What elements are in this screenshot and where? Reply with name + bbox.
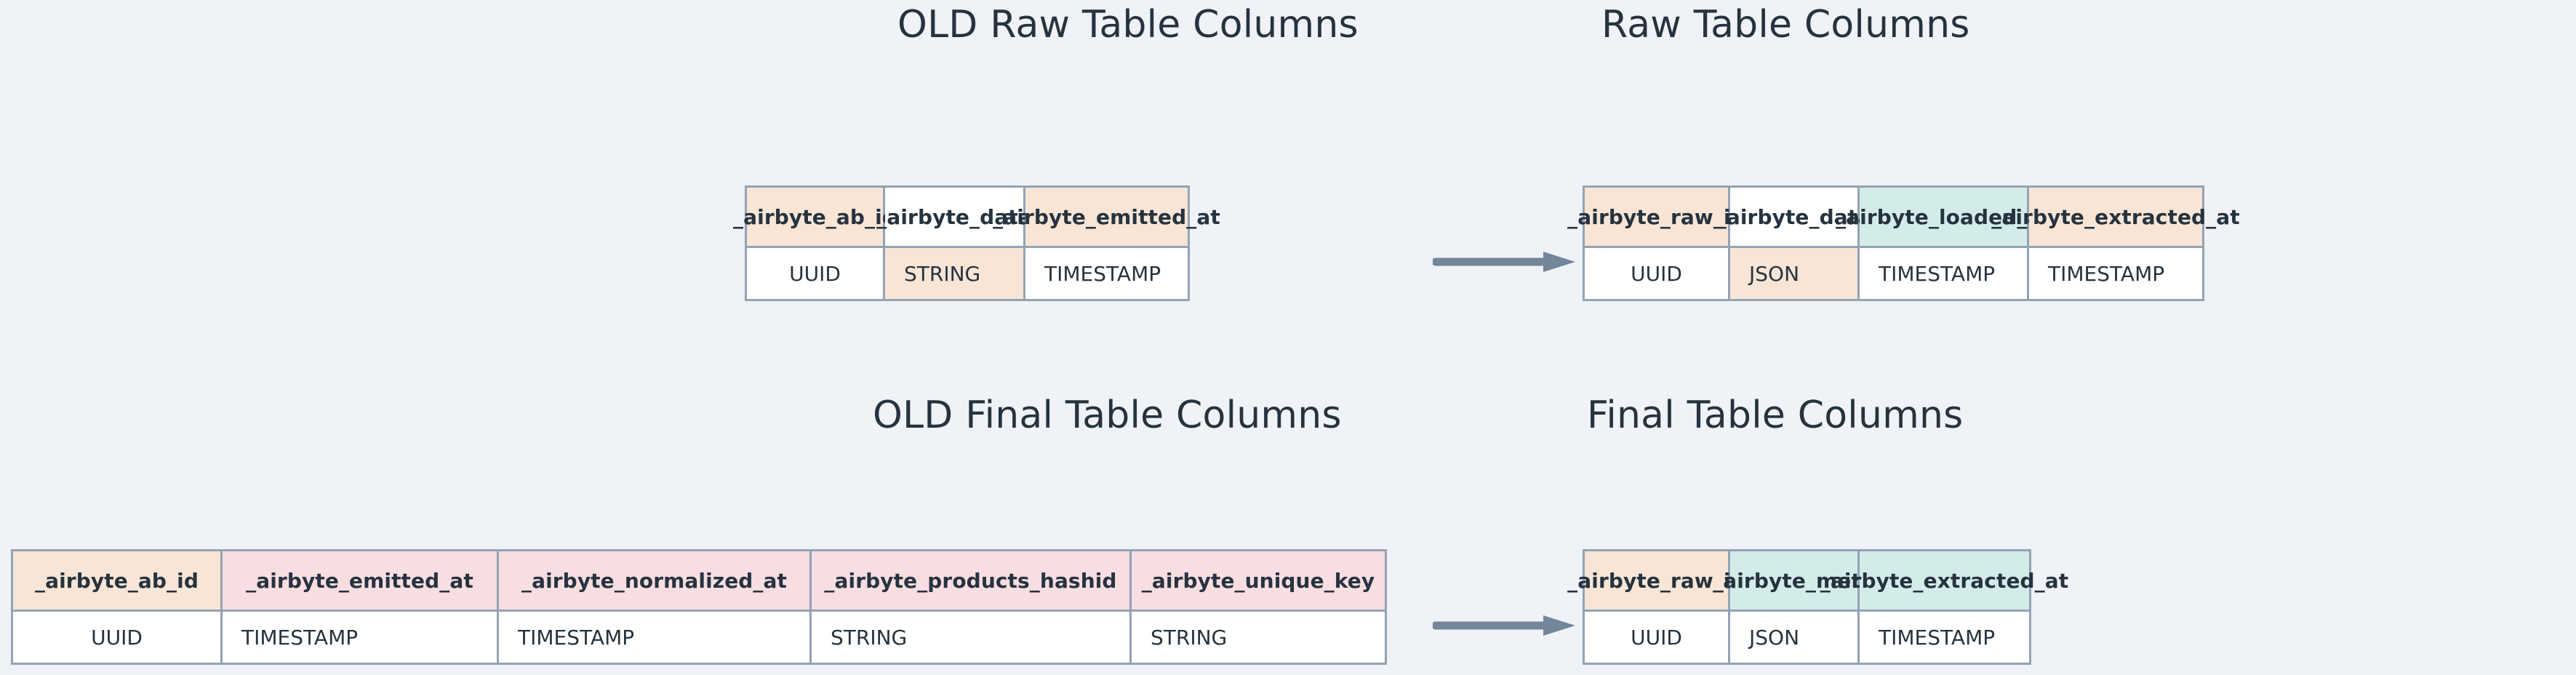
column-type-_airbyte_raw_id: UUID (1585, 612, 1730, 663)
column-type-_airbyte_normalized_at: TIMESTAMP (499, 612, 812, 663)
column-header-_airbyte_extracted_at: _airbyte_extracted_at (1991, 188, 2240, 248)
column-header-_airbyte_data: _airbyte_data (1716, 188, 1871, 248)
table-raw: _airbyte_raw_id_airbyte_data_airbyte_loa… (1567, 185, 2240, 301)
column-type-_airbyte_data: JSON (1730, 248, 1860, 299)
column-header-_airbyte_raw_id: _airbyte_raw_id (1567, 188, 1745, 248)
column-type-_airbyte_unique_key: STRING (1132, 612, 1385, 663)
title-final-table-columns: Final Table Columns (1587, 394, 1964, 437)
table-header-row: _airbyte_raw_id_airbyte_data_airbyte_loa… (1567, 188, 2240, 248)
table-header-row: _airbyte_ab_id_airbyte_data_airbyte_emit… (733, 188, 1220, 248)
column-type-_airbyte_extracted_at: TIMESTAMP (1860, 612, 2029, 663)
column-header-_airbyte_products_hashid: _airbyte_products_hashid (812, 551, 1132, 612)
column-type-_airbyte_raw_id: UUID (1585, 248, 1730, 299)
column-header-_airbyte_emitted_at: _airbyte_emitted_at (223, 551, 499, 612)
column-type-_airbyte_products_hashid: STRING (812, 612, 1132, 663)
column-type-_airbyte_emitted_at: TIMESTAMP (1025, 248, 1188, 299)
column-header-_airbyte_normalized_at: _airbyte_normalized_at (499, 551, 812, 612)
table-final: _airbyte_raw_id_airbyte_meta_airbyte_ext… (1567, 549, 2068, 665)
table-old-final: _airbyte_ab_id_airbyte_emitted_at_airbyt… (11, 549, 1387, 665)
column-header-_airbyte_data: _airbyte_data (876, 188, 1032, 248)
table-header-row: _airbyte_raw_id_airbyte_meta_airbyte_ext… (1567, 551, 2068, 612)
table-header-row: _airbyte_ab_id_airbyte_emitted_at_airbyt… (13, 551, 1385, 612)
arrow-right-icon (1433, 252, 1575, 272)
column-type-_airbyte_loaded_at: TIMESTAMP (1860, 248, 2029, 299)
column-type-_airbyte_meta: JSON (1730, 612, 1860, 663)
column-header-_airbyte_extracted_at: _airbyte_extracted_at (1820, 551, 2068, 612)
column-header-_airbyte_raw_id: _airbyte_raw_id (1567, 551, 1745, 612)
raw-transition-arrow (1433, 247, 1582, 276)
column-type-_airbyte_emitted_at: TIMESTAMP (223, 612, 499, 663)
title-old-raw-table-columns: OLD Raw Table Columns (897, 3, 1359, 47)
column-type-_airbyte_data: STRING (885, 248, 1025, 299)
column-header-_airbyte_loaded_at: _airbyte_loaded_at (1836, 188, 2051, 248)
column-type-_airbyte_extracted_at: TIMESTAMP (2029, 248, 2202, 299)
column-header-_airbyte_meta: _airbyte_meta (1713, 551, 1875, 612)
column-header-_airbyte_unique_key: _airbyte_unique_key (1132, 551, 1385, 612)
column-type-_airbyte_ab_id: UUID (747, 248, 885, 299)
final-transition-arrow (1433, 611, 1582, 640)
title-old-final-table-columns: OLD Final Table Columns (873, 394, 1342, 437)
column-header-_airbyte_ab_id: _airbyte_ab_id (733, 188, 897, 248)
table-old-raw: _airbyte_ab_id_airbyte_data_airbyte_emit… (733, 185, 1220, 301)
arrow-right-icon (1433, 615, 1575, 636)
title-raw-table-columns: Raw Table Columns (1601, 3, 1970, 47)
column-header-_airbyte_emitted_at: _airbyte_emitted_at (993, 188, 1220, 248)
column-header-_airbyte_ab_id: _airbyte_ab_id (13, 551, 223, 612)
column-type-_airbyte_ab_id: UUID (13, 612, 223, 663)
